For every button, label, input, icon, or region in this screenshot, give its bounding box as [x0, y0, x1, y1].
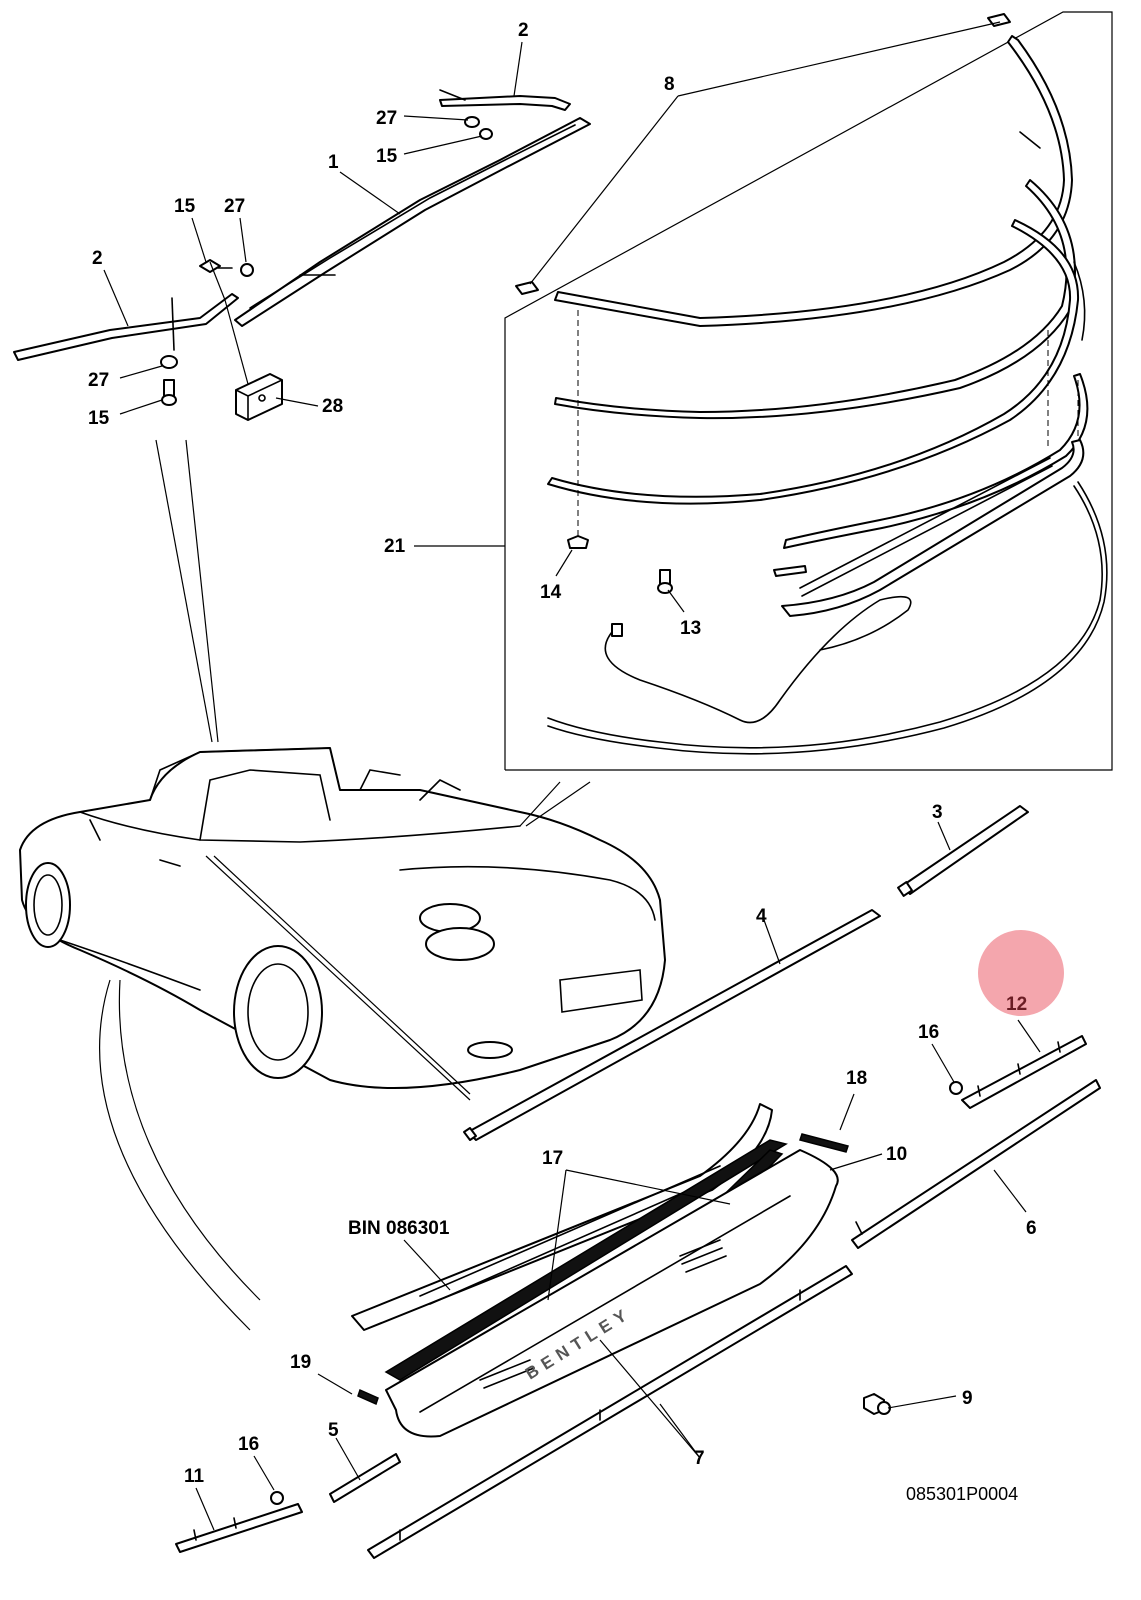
callout-5: 5	[328, 1420, 339, 1441]
callout-15-mid: 15	[174, 196, 196, 217]
part-28-clip	[235, 373, 283, 421]
drawing-number: 085301P0004	[906, 1484, 1018, 1504]
callout-bin: BIN 086301	[348, 1218, 450, 1239]
callout-2-left: 2	[92, 248, 103, 269]
callout-8: 8	[664, 74, 675, 95]
callout-28: 28	[322, 396, 343, 417]
part-11-trim	[175, 1503, 303, 1553]
part-1-trim	[234, 117, 591, 327]
callout-6: 6	[1026, 1218, 1037, 1239]
callout-18: 18	[846, 1068, 867, 1089]
inset-deck-trims	[547, 35, 1108, 755]
callout-19: 19	[290, 1352, 311, 1373]
callout-7: 7	[694, 1448, 705, 1469]
callout-27-left: 27	[88, 370, 109, 391]
callout-leaders	[103, 21, 1041, 1531]
part-5-trim	[329, 1453, 401, 1503]
callout-12: 12	[1006, 994, 1027, 1015]
callout-10: 10	[886, 1144, 907, 1165]
callout-labels: 2 27 15 1 8 15 27 2 27 15 28 21 14 13 3 …	[88, 20, 1037, 1487]
sill-plate-lower: BENTLEY	[385, 1149, 839, 1438]
callout-16-right: 16	[918, 1022, 939, 1043]
part-8-blocks	[515, 13, 1011, 295]
part-7-trim	[367, 1265, 853, 1559]
callout-4: 4	[756, 906, 767, 927]
highlight-marker	[978, 930, 1064, 1016]
callout-9: 9	[962, 1388, 973, 1409]
callout-13: 13	[680, 618, 701, 639]
callout-1: 1	[328, 152, 339, 173]
callout-11: 11	[184, 1466, 205, 1487]
part-16-clips	[270, 1081, 963, 1505]
fasteners-top	[160, 116, 493, 406]
callout-16-left: 16	[238, 1434, 259, 1455]
part-9-clip	[863, 1393, 891, 1415]
callout-17: 17	[542, 1148, 563, 1169]
callout-15-top: 15	[376, 146, 398, 167]
part-18-strip	[799, 1133, 849, 1153]
part-19-strip	[357, 1388, 379, 1406]
part-12-trim	[961, 1035, 1087, 1109]
leaders-car	[99, 261, 591, 1331]
callout-2-top: 2	[518, 20, 529, 41]
part-2-upper-trim	[439, 89, 571, 111]
callout-3: 3	[932, 802, 943, 823]
callout-14: 14	[540, 582, 562, 603]
car-outline	[19, 747, 666, 1089]
inset-frame	[504, 11, 1113, 771]
part-2-left-trim	[13, 293, 239, 361]
callout-27-top: 27	[376, 108, 397, 129]
part-6-trim	[851, 1079, 1101, 1249]
callout-27-mid: 27	[224, 196, 245, 217]
callout-21: 21	[384, 536, 406, 557]
callout-15-left: 15	[88, 408, 110, 429]
part-4-trim	[463, 909, 881, 1141]
part-3-trim	[897, 805, 1029, 897]
